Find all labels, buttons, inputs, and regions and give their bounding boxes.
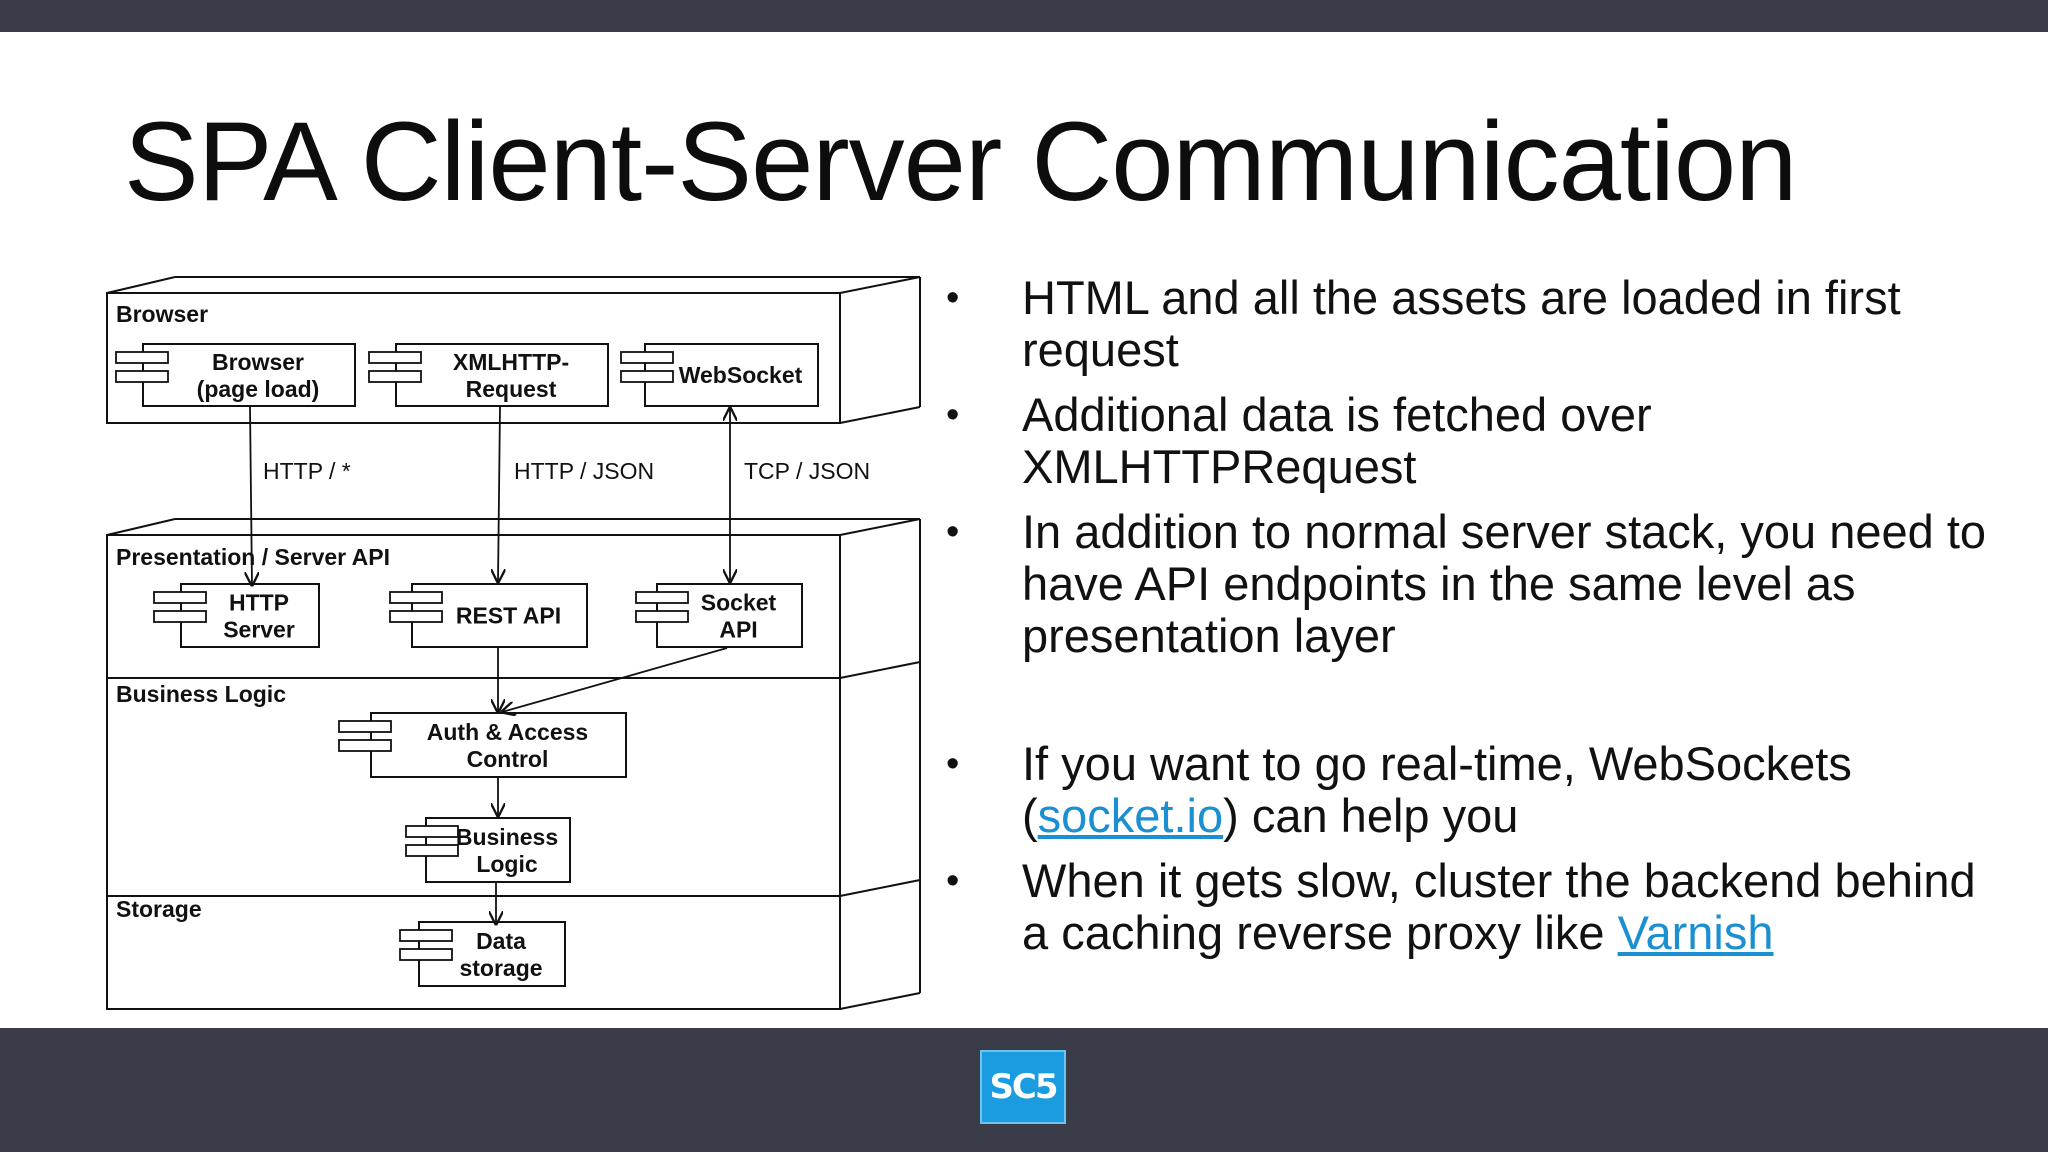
bullet-text: When it gets slow, cluster the backend b…	[1022, 854, 1976, 959]
bullet-item: • If you want to go real-time, WebSocket…	[940, 738, 2000, 842]
bullet-dot: •	[946, 511, 960, 553]
bullet-text: Additional data is fetched over XMLHTTPR…	[1022, 388, 1652, 493]
socketio-link[interactable]: socket.io	[1037, 789, 1224, 842]
bullet-text: In addition to normal server stack, you …	[1022, 505, 1987, 662]
bullet-text: If you want to go real-time, WebSockets …	[1022, 737, 1852, 842]
sc5-logo: SC5	[980, 1050, 1066, 1124]
slide-title: SPA Client-Server Communication	[124, 99, 1797, 224]
top-bar	[0, 0, 2048, 32]
bullet-item: • Additional data is fetched over XMLHTT…	[940, 389, 2000, 493]
bullet-text: HTML and all the assets are loaded in fi…	[1022, 271, 1901, 376]
varnish-link[interactable]: Varnish	[1617, 906, 1774, 959]
bullet-dot: •	[946, 394, 960, 436]
bullet-text-after: ) can help you	[1223, 789, 1519, 842]
bullet-dot: •	[946, 277, 960, 319]
bullet-dot: •	[946, 743, 960, 785]
bullet-list: • HTML and all the assets are loaded in …	[940, 272, 2000, 959]
bullet-dot: •	[946, 860, 960, 902]
bullet-item: • HTML and all the assets are loaded in …	[940, 272, 2000, 376]
bullet-item: • In addition to normal server stack, yo…	[940, 506, 2000, 662]
bullet-item: • When it gets slow, cluster the backend…	[940, 855, 2000, 959]
